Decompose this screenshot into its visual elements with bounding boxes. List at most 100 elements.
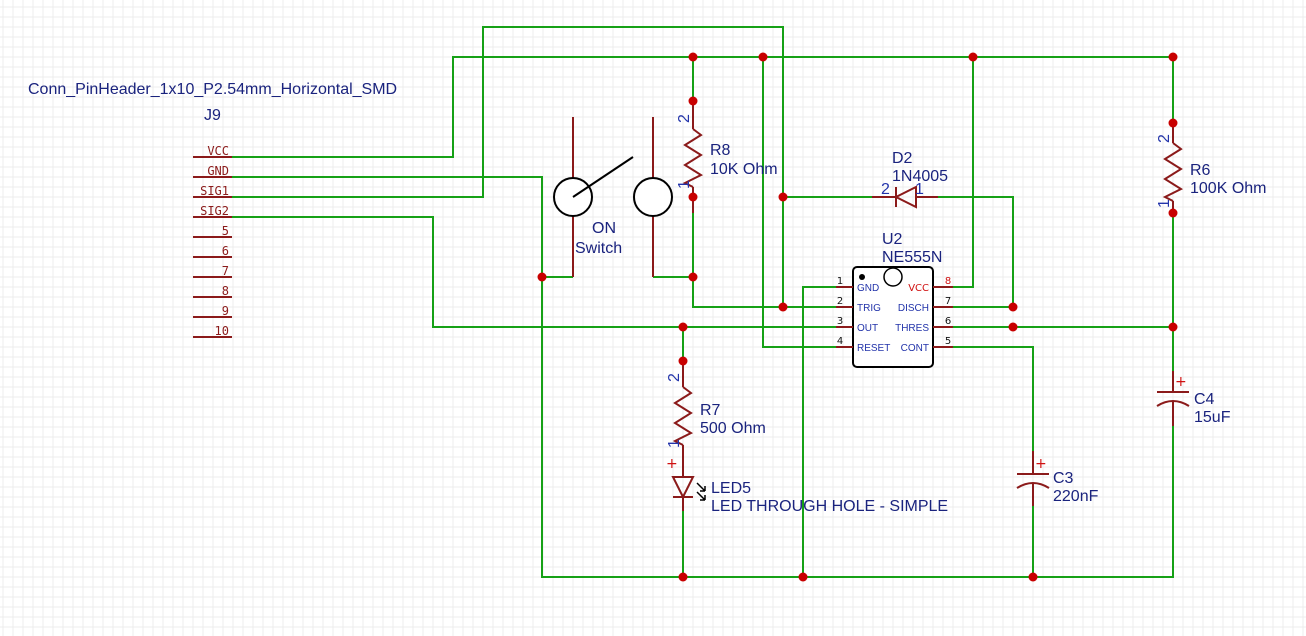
u2-pin-name: CONT: [901, 343, 929, 354]
wire-vcc-pin8: [953, 57, 974, 288]
j9-pin: 8: [193, 284, 232, 298]
d2-ref-label: D2: [892, 150, 913, 167]
junction-dot: [1168, 322, 1178, 332]
diode-d2[interactable]: 2 1 D2 1N4005: [872, 150, 948, 209]
junction-dot: [1028, 572, 1038, 582]
led5-ref-label: LED5: [711, 480, 751, 497]
switch-right-contact-icon: [633, 177, 673, 217]
r8-pin2-label: 2: [676, 114, 693, 123]
j9-pin: 7: [193, 264, 232, 278]
junction-dot: [678, 572, 688, 582]
led5-plus-label: +: [666, 456, 678, 472]
j9-pin: SIG2: [193, 204, 232, 218]
junction-dot: [688, 96, 698, 106]
wire-r8-bottom: [692, 213, 836, 308]
wire-sig1: [232, 26, 784, 307]
d2-pin1-label: 1: [915, 181, 924, 198]
j9-pin-label: 6: [222, 244, 229, 258]
c4-plus-label: +: [1175, 374, 1187, 390]
j9-pin: 9: [193, 304, 232, 318]
resistor-r7[interactable]: 2 1 R7 500 Ohm: [666, 361, 766, 455]
j9-pin: 5: [193, 224, 232, 238]
junction-dot: [537, 272, 547, 282]
u2-pin-number: 8: [945, 276, 951, 287]
c4-value-label: 15uF: [1194, 409, 1231, 426]
wire-gnd-pin1: [802, 286, 836, 577]
j9-pin-label: 10: [215, 324, 229, 338]
r6-pin1-label: 1: [1156, 199, 1173, 208]
u2-pin-name: GND: [857, 283, 879, 294]
junction-dot: [968, 52, 978, 62]
junction-dot: [758, 52, 768, 62]
wire-cont: [953, 346, 1034, 451]
j9-pin-label: 5: [222, 224, 229, 238]
junction-dot: [688, 52, 698, 62]
j9-pin-label: SIG2: [200, 204, 229, 218]
capacitor-c3[interactable]: + C3 220nF: [1016, 451, 1099, 506]
junction-dot: [778, 302, 788, 312]
r8-pin1-label: 1: [676, 180, 693, 189]
junction-dot: [778, 192, 788, 202]
j9-pin: SIG1: [193, 184, 232, 198]
switch-ref-label: ON: [592, 220, 616, 237]
u2-pin-number: 7: [945, 296, 951, 307]
r6-value-label: 100K Ohm: [1190, 180, 1266, 197]
c3-plus-label: +: [1035, 456, 1047, 472]
r7-value-label: 500 Ohm: [700, 420, 766, 437]
u2-pin-number: 3: [837, 316, 843, 327]
r6-ref-label: R6: [1190, 162, 1211, 179]
switch-value-label: Switch: [575, 240, 622, 257]
r6-pin2-label: 2: [1156, 134, 1173, 143]
u2-pin-number: 6: [945, 316, 951, 327]
d2-pin2-label: 2: [881, 181, 890, 198]
led5-triangle-icon: [671, 476, 695, 500]
resistor-r6[interactable]: 2 1 R6 100K Ohm: [1156, 123, 1266, 213]
led5-value-label: LED THROUGH HOLE - SIMPLE: [711, 498, 948, 515]
wire-gnd: [232, 176, 1174, 578]
u2-pin1-dot-icon: [859, 274, 865, 280]
switch-lever-icon: [572, 156, 634, 198]
j9-pin: VCC: [193, 144, 232, 158]
j9-pin: 10: [193, 324, 232, 338]
connector-j9[interactable]: Conn_PinHeader_1x10_P2.54mm_Horizontal_S…: [28, 81, 397, 338]
u2-value-label: NE555N: [882, 249, 942, 266]
u2-ref-label: U2: [882, 231, 903, 248]
u2-pin-number: 2: [837, 296, 843, 307]
junction-dot: [678, 356, 688, 366]
junction-dot: [798, 572, 808, 582]
c3-value-label: 220nF: [1053, 488, 1099, 505]
wire-vcc: [232, 56, 1174, 158]
wire-d2-cathode: [938, 196, 1014, 307]
u2-pin-number: 4: [837, 336, 843, 347]
wire-reset: [762, 57, 836, 348]
j9-ref-label: J9: [204, 107, 221, 124]
u2-pin-number: 1: [837, 276, 843, 287]
ic-u2-ne555[interactable]: U2 NE555N 1GND2TRIG3OUT4RESET8VCC7DISCH6…: [836, 231, 953, 368]
r7-zigzag-icon: [672, 386, 694, 446]
r8-value-label: 10K Ohm: [710, 161, 778, 178]
j9-pin-label: 8: [222, 284, 229, 298]
switch-on[interactable]: ON Switch: [553, 117, 673, 277]
wires: [232, 26, 1174, 578]
u2-pin-name: OUT: [857, 323, 878, 334]
wire-sig2: [232, 216, 836, 328]
junction-dot: [688, 192, 698, 202]
capacitor-c4[interactable]: + C4 15uF: [1156, 371, 1231, 426]
u2-pin-name: VCC: [908, 283, 929, 294]
resistor-r8[interactable]: 2 1 R8 10K Ohm: [676, 101, 778, 213]
r7-pin1-label: 1: [666, 439, 683, 448]
j9-pin-label: VCC: [207, 144, 229, 158]
d2-value-label: 1N4005: [892, 168, 948, 185]
u2-pin-name: DISCH: [898, 303, 929, 314]
junction-dot: [1168, 52, 1178, 62]
u2-notch-icon: [883, 267, 903, 287]
led-led5[interactable]: + LED5 LED THROUGH HOLE - SIMPLE: [666, 455, 948, 515]
